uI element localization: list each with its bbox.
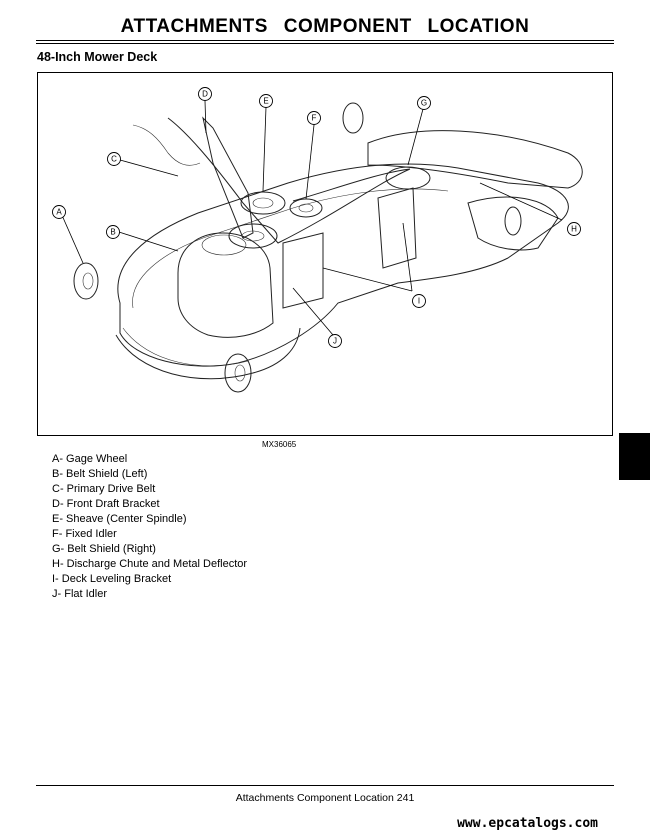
callout-j: J <box>328 334 342 348</box>
footer-rule <box>36 785 614 786</box>
svg-text:B: B <box>110 228 115 237</box>
callout-c: C <box>107 152 121 166</box>
legend-item: G- Belt Shield (Right) <box>52 543 156 555</box>
svg-text:C: C <box>111 155 117 164</box>
page-title: ATTACHMENTS COMPONENT LOCATION <box>120 16 530 37</box>
svg-text:I: I <box>418 297 420 306</box>
right-belt-shield <box>367 130 583 189</box>
fixed-idler <box>289 198 323 218</box>
gage-wheel-left <box>73 262 99 300</box>
left-belt-shield <box>177 232 274 338</box>
legend-item: B- Belt Shield (Left) <box>52 468 148 480</box>
center-sheave <box>240 191 286 215</box>
section-thumb-tab <box>619 433 650 480</box>
header-rule <box>36 40 614 41</box>
section-title: 48-Inch Mower Deck <box>37 50 158 64</box>
header-rule-secondary <box>36 43 614 44</box>
cable <box>132 124 201 166</box>
legend-item: F- Fixed Idler <box>52 528 117 540</box>
discharge-chute <box>467 196 559 251</box>
svg-text:D: D <box>202 90 208 99</box>
svg-text:F: F <box>312 114 317 123</box>
legend-item: J- Flat Idler <box>52 588 108 600</box>
callout-b: B <box>106 225 120 239</box>
component-legend: A- Gage Wheel B- Belt Shield (Left) C- P… <box>52 452 247 602</box>
callout-g: G <box>417 96 431 110</box>
svg-text:J: J <box>333 337 337 346</box>
svg-text:A: A <box>56 208 62 217</box>
mower-deck-illustration: A B C D E F G H I J <box>52 87 583 393</box>
callout-d: D <box>198 87 212 101</box>
deck-leveling-bracket-right <box>377 187 417 269</box>
deck-leveling-bracket-left <box>282 232 324 309</box>
callout-a: A <box>52 205 66 219</box>
gage-wheel-front <box>224 353 252 393</box>
callout-h: H <box>567 222 581 236</box>
legend-item: H- Discharge Chute and Metal Deflector <box>52 558 248 570</box>
svg-text:E: E <box>263 97 268 106</box>
gage-wheel-rear <box>342 102 364 134</box>
legend-item: D- Front Draft Bracket <box>52 498 160 510</box>
legend-item: C- Primary Drive Belt <box>52 483 156 495</box>
svg-text:H: H <box>571 225 577 234</box>
legend-item: I- Deck Leveling Bracket <box>52 573 172 585</box>
mower-deck-figure: A B C D E F G H I J <box>37 72 613 436</box>
left-sheave <box>228 223 278 249</box>
legend-item: E- Sheave (Center Spindle) <box>52 513 187 525</box>
figure-id: MX36065 <box>262 440 297 449</box>
watermark: www.epcatalogs.com <box>457 816 598 831</box>
page-footer: Attachments Component Location 241 <box>235 792 415 804</box>
deck-outline <box>117 163 569 367</box>
drive-belt <box>167 117 411 244</box>
svg-text:G: G <box>421 99 427 108</box>
callout-e: E <box>259 94 273 108</box>
callout-i: I <box>412 294 426 308</box>
callout-f: F <box>307 111 321 125</box>
legend-item: A- Gage Wheel <box>52 453 128 465</box>
front-draft-bracket <box>202 116 254 239</box>
front-apron <box>115 327 301 380</box>
gage-wheel-right <box>504 206 522 236</box>
